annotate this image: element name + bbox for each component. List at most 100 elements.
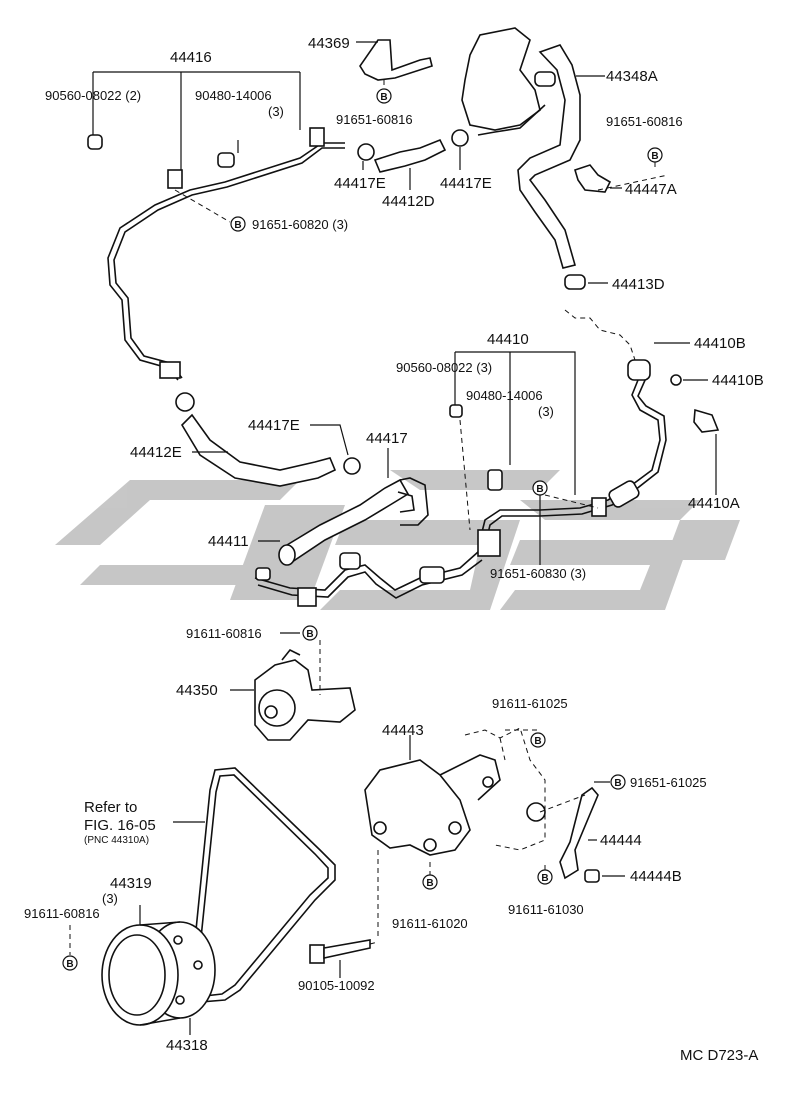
svg-text:B: B [66,959,73,970]
clamp-44417E [451,129,469,147]
pulley-icon [258,689,296,727]
refer-pnc: (PNC 44310A) [84,835,149,846]
label-91651-61025: 91651-61025 [630,775,707,790]
label-44417E: 44417E [334,175,386,192]
clamp-icon [175,392,195,412]
collar-icon [217,152,235,168]
label-44411: 44411 [208,533,249,550]
label-44410: 44410 [487,331,529,348]
bracket-44443 [364,754,501,856]
label-91611-61030: 91611-61030 [508,902,584,917]
b-marker-icon: B [530,732,546,748]
pipe-44416 [107,127,345,381]
pipe-damper [339,552,361,570]
label-91611-60816: 91611-60816 [186,626,262,641]
reservoir [461,27,546,136]
b-marker-icon: B [230,216,246,232]
label-90560-08022: 90560-08022 (3) [396,360,492,375]
label-44417: 44417 [366,430,408,447]
svg-text:B: B [426,878,433,889]
b-marker-icon: B [62,955,78,971]
bolt-hole [448,821,462,835]
b-marker-icon: B [376,88,392,104]
label-91651-60816: 91651-60816 [336,112,413,127]
label-44350: 44350 [176,682,218,699]
b-marker-icon: B [302,625,318,641]
label-44444B: 44444B [630,868,682,885]
clamp-bracket [167,169,183,189]
collar-icon [487,469,503,491]
label-qty: (3) [268,104,284,119]
pressure-pipe [254,551,483,607]
figure-code: MC D723-A [680,1047,758,1064]
nut-44444B [584,869,600,883]
pump-44350 [254,648,356,741]
svg-text:B: B [536,484,543,495]
union-44410B [627,359,651,381]
grommet-icon [449,404,463,418]
b-marker-icon: B [610,774,626,790]
engine-boss [526,802,546,822]
label-44447A: 44447A [625,181,677,198]
b-marker-icon: B [422,874,438,890]
label-44319: 44319 [110,875,152,892]
bracket-44369 [359,39,433,81]
hose-44411 [278,477,429,566]
bolt-head [309,944,325,964]
label-91611-61020: 91611-61020 [392,916,468,931]
clamp-bracket [297,587,317,607]
refer-fig: FIG. 16-05 [84,817,156,834]
svg-text:B: B [541,873,548,884]
label-44412D: 44412D [382,193,435,210]
label-44417E: 44417E [440,175,492,192]
svg-text:B: B [614,778,621,789]
label-91611-60816: 91611-60816 [24,906,100,921]
hose-clamp-icon [534,71,556,87]
clamp-44417E [357,143,375,161]
label-44318: 44318 [166,1037,208,1054]
label-44444: 44444 [600,832,642,849]
label-44416: 44416 [170,49,212,66]
union-bolt-44410A [693,408,720,433]
label-90480-14006: 90480-14006 [466,388,543,403]
hose-44348A [517,44,581,269]
clamp-bracket [159,361,181,379]
clamp-bracket [477,529,501,557]
label-qty: (3) [538,404,554,419]
b-marker-icon: B [537,869,553,885]
svg-text:B: B [534,736,541,747]
label-44412E: 44412E [130,444,182,461]
pulley-front [101,924,179,1026]
bolt-90105-10092 [309,939,371,964]
gasket-44410B [670,374,682,386]
label-91651-60816: 91651-60816 [606,114,683,129]
refer-text: Refer to [84,799,137,816]
clamp-44447A [574,164,612,193]
pipe-44410 [477,359,667,557]
bolt-hole [482,776,494,788]
clamp-bracket [309,127,325,147]
hose-44412D [357,129,469,173]
label-91611-61025: 91611-61025 [492,696,568,711]
grommet-icon [87,134,103,150]
label-90560-08022: 90560-08022 (2) [45,88,141,103]
hose-end [608,480,640,508]
label-44443: 44443 [382,722,424,739]
b-marker-icon: B [647,147,663,163]
label-44348A: 44348A [606,68,658,85]
label-91651-60830: 91651-60830 (3) [490,566,586,581]
label-qty: (3) [102,891,118,906]
bolt-hole [373,821,387,835]
svg-text:B: B [651,151,658,162]
pulley-44318 [101,921,216,1026]
hose-44412E [175,392,337,487]
watermark-logo [55,470,740,610]
label-44417E: 44417E [248,417,300,434]
label-90480-14006: 90480-14006 [195,88,272,103]
bracket-44444 [559,786,599,880]
label-44369: 44369 [308,35,350,52]
label-44413D: 44413D [612,276,665,293]
hose-end [278,544,296,566]
